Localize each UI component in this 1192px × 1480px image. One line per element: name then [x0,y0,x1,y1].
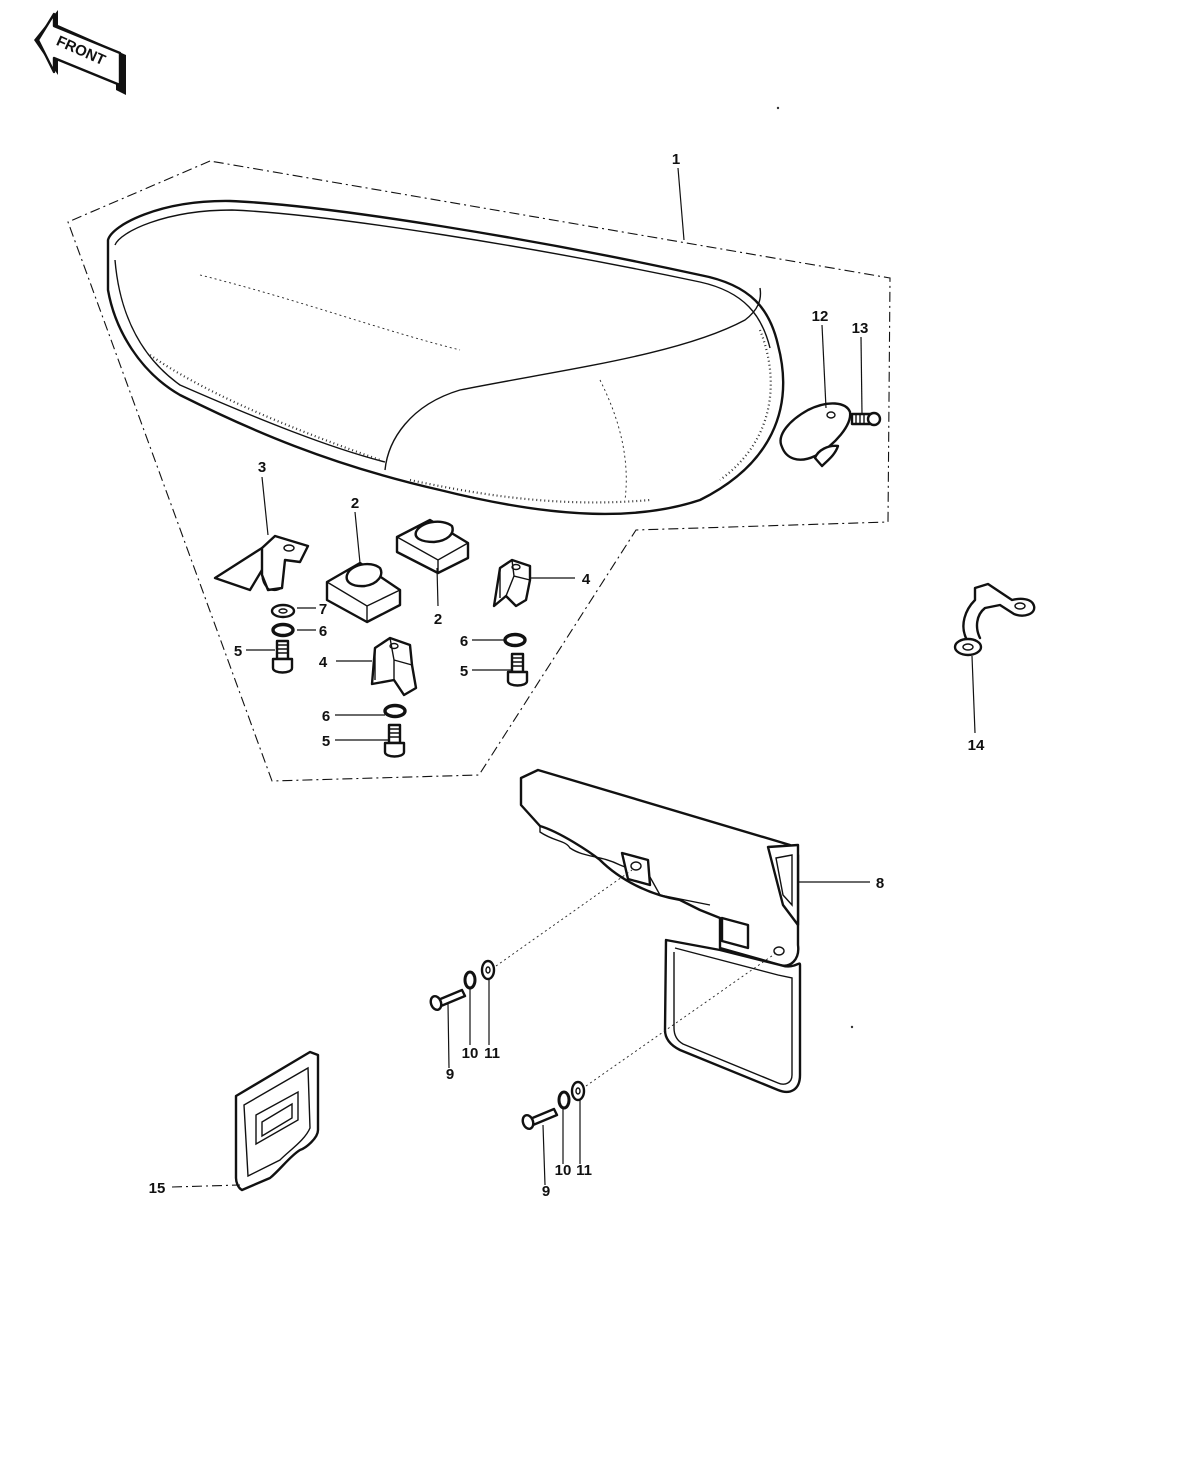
callout-6b: 6 [460,633,468,650]
washer-part-10b [557,1090,571,1110]
callout-13: 13 [852,320,869,337]
bolt-part-5b [506,652,529,687]
callout-11b: 11 [576,1162,592,1179]
callout-14: 14 [968,737,985,754]
front-arrow-badge: FRONT [34,10,126,95]
callout-12: 12 [812,308,829,325]
callout-10a: 10 [462,1045,479,1062]
callout-4b: 4 [319,654,328,671]
seat-part-1 [106,199,785,516]
callout-7: 7 [319,601,327,618]
callout-5b: 5 [460,663,468,680]
washer-part-7 [270,603,296,619]
clip-part-4b [370,636,418,697]
callout-4a: 4 [582,571,591,588]
rubber-pad-part-2b [395,518,470,575]
lock-washer-part-6b [503,632,527,648]
callout-labels: 1 2 2 3 4 4 5 5 5 6 6 6 7 8 9 10 11 9 10… [149,151,985,1200]
screw-part-9b [521,1107,559,1130]
callout-10b: 10 [555,1162,572,1179]
callout-15: 15 [149,1180,166,1197]
callout-2a: 2 [351,495,359,512]
plate-part-12 [779,402,852,468]
scan-specks [776,106,854,1029]
frame-part-15 [234,1050,320,1192]
clip-part-4a [492,558,532,608]
washer-part-10a [463,970,477,990]
rubber-pad-part-2a [325,561,402,624]
side-cover-part-8 [519,768,802,1094]
lock-washer-part-6a [271,622,295,638]
bracket-part-3 [213,534,310,592]
seat-assembly-boundary [67,160,891,782]
washer-part-11a [480,959,496,981]
callout-6c: 6 [322,708,330,725]
callout-5c: 5 [322,733,330,750]
screw-part-13 [850,411,882,427]
callout-5a: 5 [234,643,242,660]
leader-lines [171,167,976,1188]
callout-6a: 6 [319,623,327,640]
washer-part-11b [570,1080,586,1102]
callout-8: 8 [876,875,884,892]
lock-washer-part-6c [383,703,407,719]
callout-3: 3 [258,459,266,476]
clamp-part-14 [953,582,1036,657]
callout-2b: 2 [434,611,442,628]
alignment-lines [495,869,777,1087]
callout-9a: 9 [446,1066,454,1083]
callout-11a: 11 [484,1045,500,1062]
callout-9b: 9 [542,1183,550,1200]
screw-part-9a [429,988,467,1011]
bolt-part-5c [383,723,406,758]
callout-1: 1 [672,151,680,168]
bolt-part-5a [271,639,294,674]
